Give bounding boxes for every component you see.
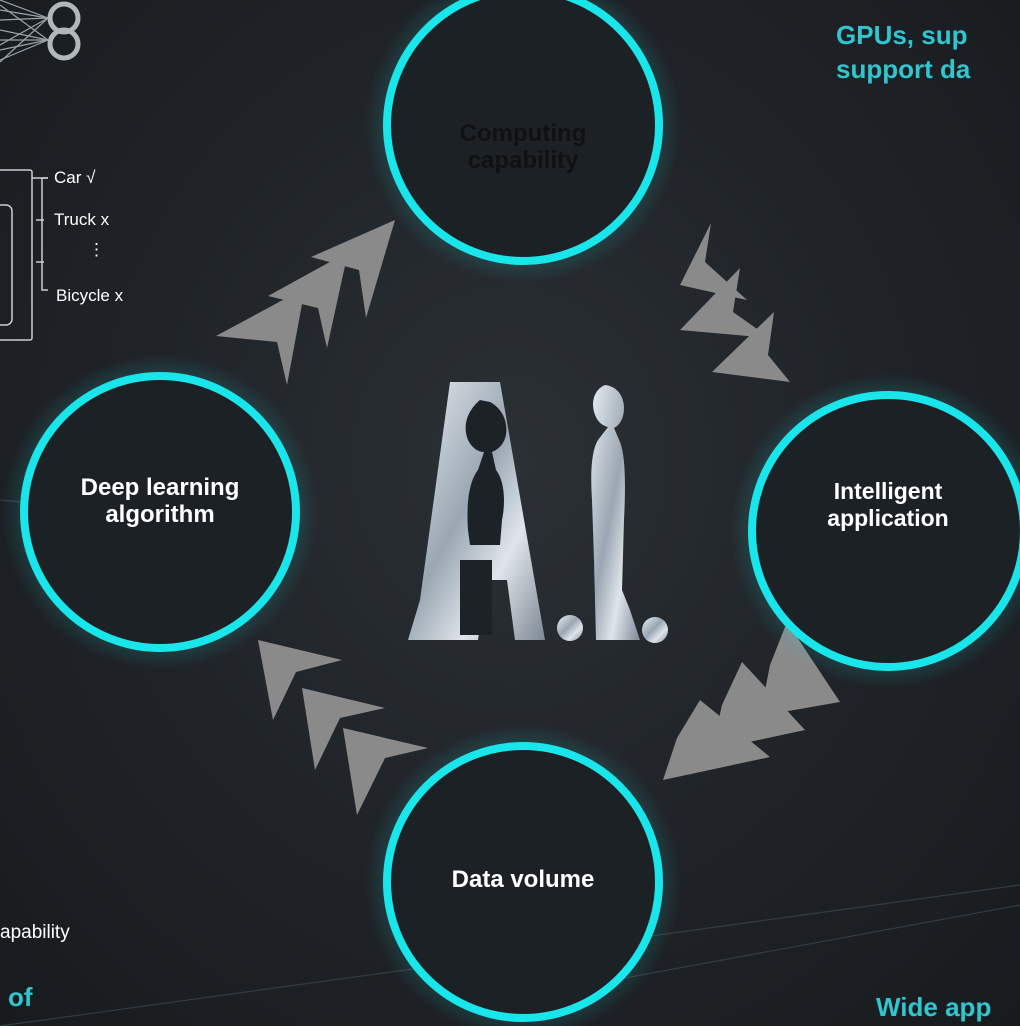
neural-network-icon [0, 0, 81, 63]
arrows-application-to-data [663, 622, 840, 780]
arrows-data-to-algorithm [258, 640, 428, 815]
classifier-output-truck: Truck x [54, 210, 110, 229]
ai-logo [408, 382, 668, 643]
node-data-volume: Data volume [451, 866, 595, 893]
arrows-computing-to-application [680, 223, 790, 382]
bottom-left-text-capability: apability [0, 922, 70, 943]
node-deep-learning-algorithm: Deep learning algorithm [80, 474, 240, 528]
classifier-diagram [0, 169, 48, 341]
bottom-left-text-of: of [8, 982, 33, 1012]
bottom-right-text-wide: Wide app [876, 992, 992, 1022]
node-ring-bottom [365, 724, 681, 1026]
classifier-output-car: Car √ [54, 168, 96, 187]
top-right-text-line2: support da [836, 54, 971, 84]
node-ring-right [730, 373, 1020, 689]
top-right-text-line1: GPUs, sup [836, 20, 968, 50]
node-intelligent-application: Intelligent application [827, 478, 949, 531]
node-computing-capability: Computing capability [459, 120, 587, 174]
node-ring-left [2, 354, 318, 670]
arrows-algorithm-to-computing [216, 220, 395, 385]
node-ring-top [365, 0, 681, 283]
classifier-ellipsis: ⋮ [88, 240, 105, 259]
classifier-output-bicycle: Bicycle x [56, 286, 124, 305]
